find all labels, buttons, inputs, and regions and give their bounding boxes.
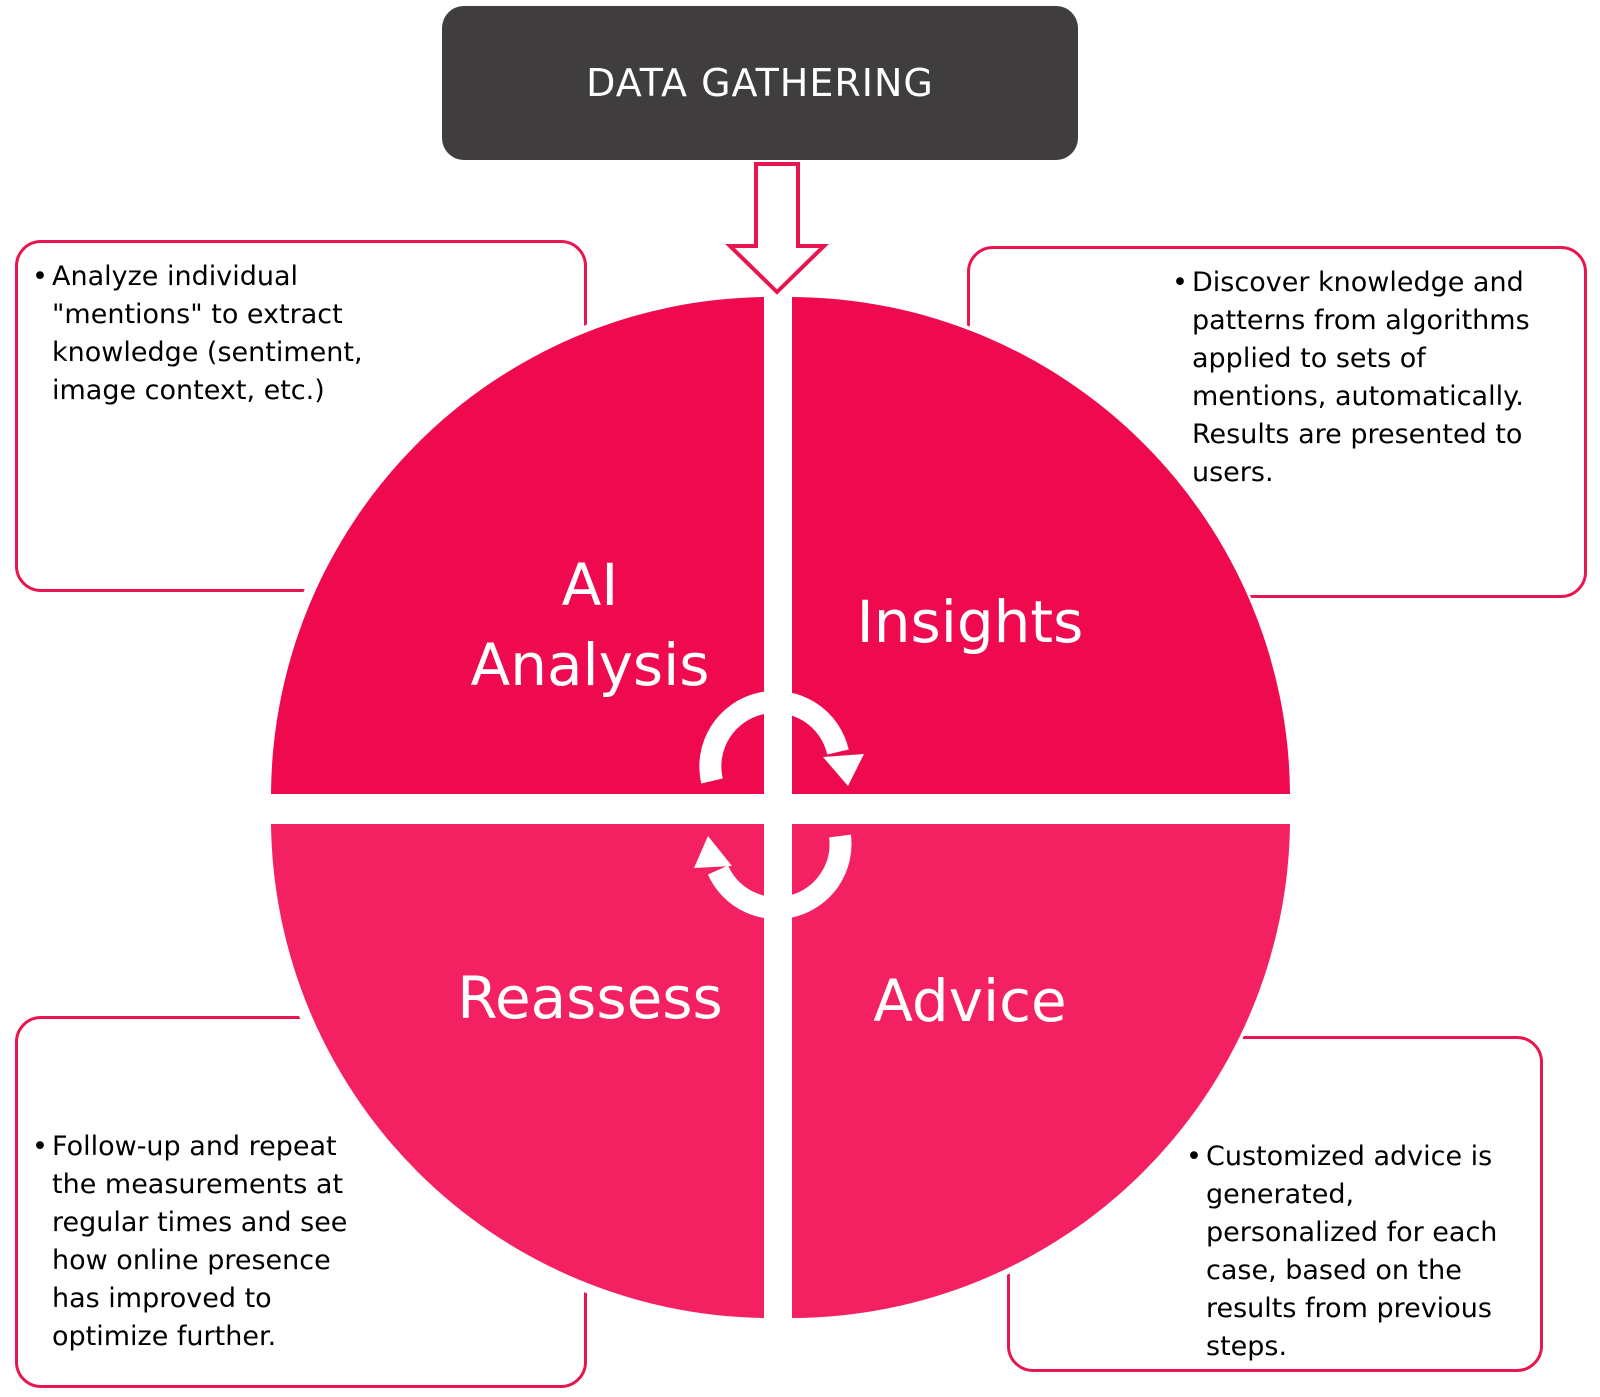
callout-description: Discover knowledge and patterns from alg… [1192, 267, 1530, 488]
callout-text-top-right: • Discover knowledge and patterns from a… [1172, 264, 1557, 492]
bullet-icon: • [32, 1131, 48, 1162]
callout-text-top-left: • Analyze individual "mentions" to extra… [32, 258, 412, 410]
header-title: DATA GATHERING [586, 61, 934, 105]
data-gathering-header: DATA GATHERING [442, 6, 1078, 160]
cycle-arrows-icon [699, 690, 852, 920]
callout-text-bottom-left: • Follow-up and repeat the measurements … [32, 1128, 372, 1356]
quadrant-bottom-left [271, 824, 764, 1318]
quadrant-top-right [792, 297, 1290, 794]
callout-text-bottom-right: • Customized advice is generated, person… [1186, 1138, 1511, 1366]
cycle-arrowhead-bottom [694, 836, 732, 868]
quadrant-label-insights: Insights [856, 588, 1084, 656]
cycle-arrowhead-top [823, 754, 864, 786]
bullet-icon: • [32, 261, 48, 292]
quadrant-label-ai: AI [561, 551, 619, 619]
callout-description: Analyze individual "mentions" to extract… [52, 261, 363, 406]
down-arrow-icon [725, 162, 829, 295]
quadrant-top-left [271, 297, 764, 794]
bullet-icon: • [1172, 267, 1188, 298]
quadrant-label-advice: Advice [873, 967, 1067, 1035]
bullet-icon: • [1186, 1141, 1202, 1172]
quadrant-bottom-right [792, 824, 1290, 1318]
callout-description: Follow-up and repeat the measurements at… [52, 1131, 348, 1352]
quadrant-label-analysis: Analysis [470, 631, 710, 699]
callout-description: Customized advice is generated, personal… [1206, 1141, 1498, 1362]
quadrant-label-reassess: Reassess [457, 964, 723, 1032]
quadrant-label-ai-analysis: AI Analysis [440, 545, 740, 705]
